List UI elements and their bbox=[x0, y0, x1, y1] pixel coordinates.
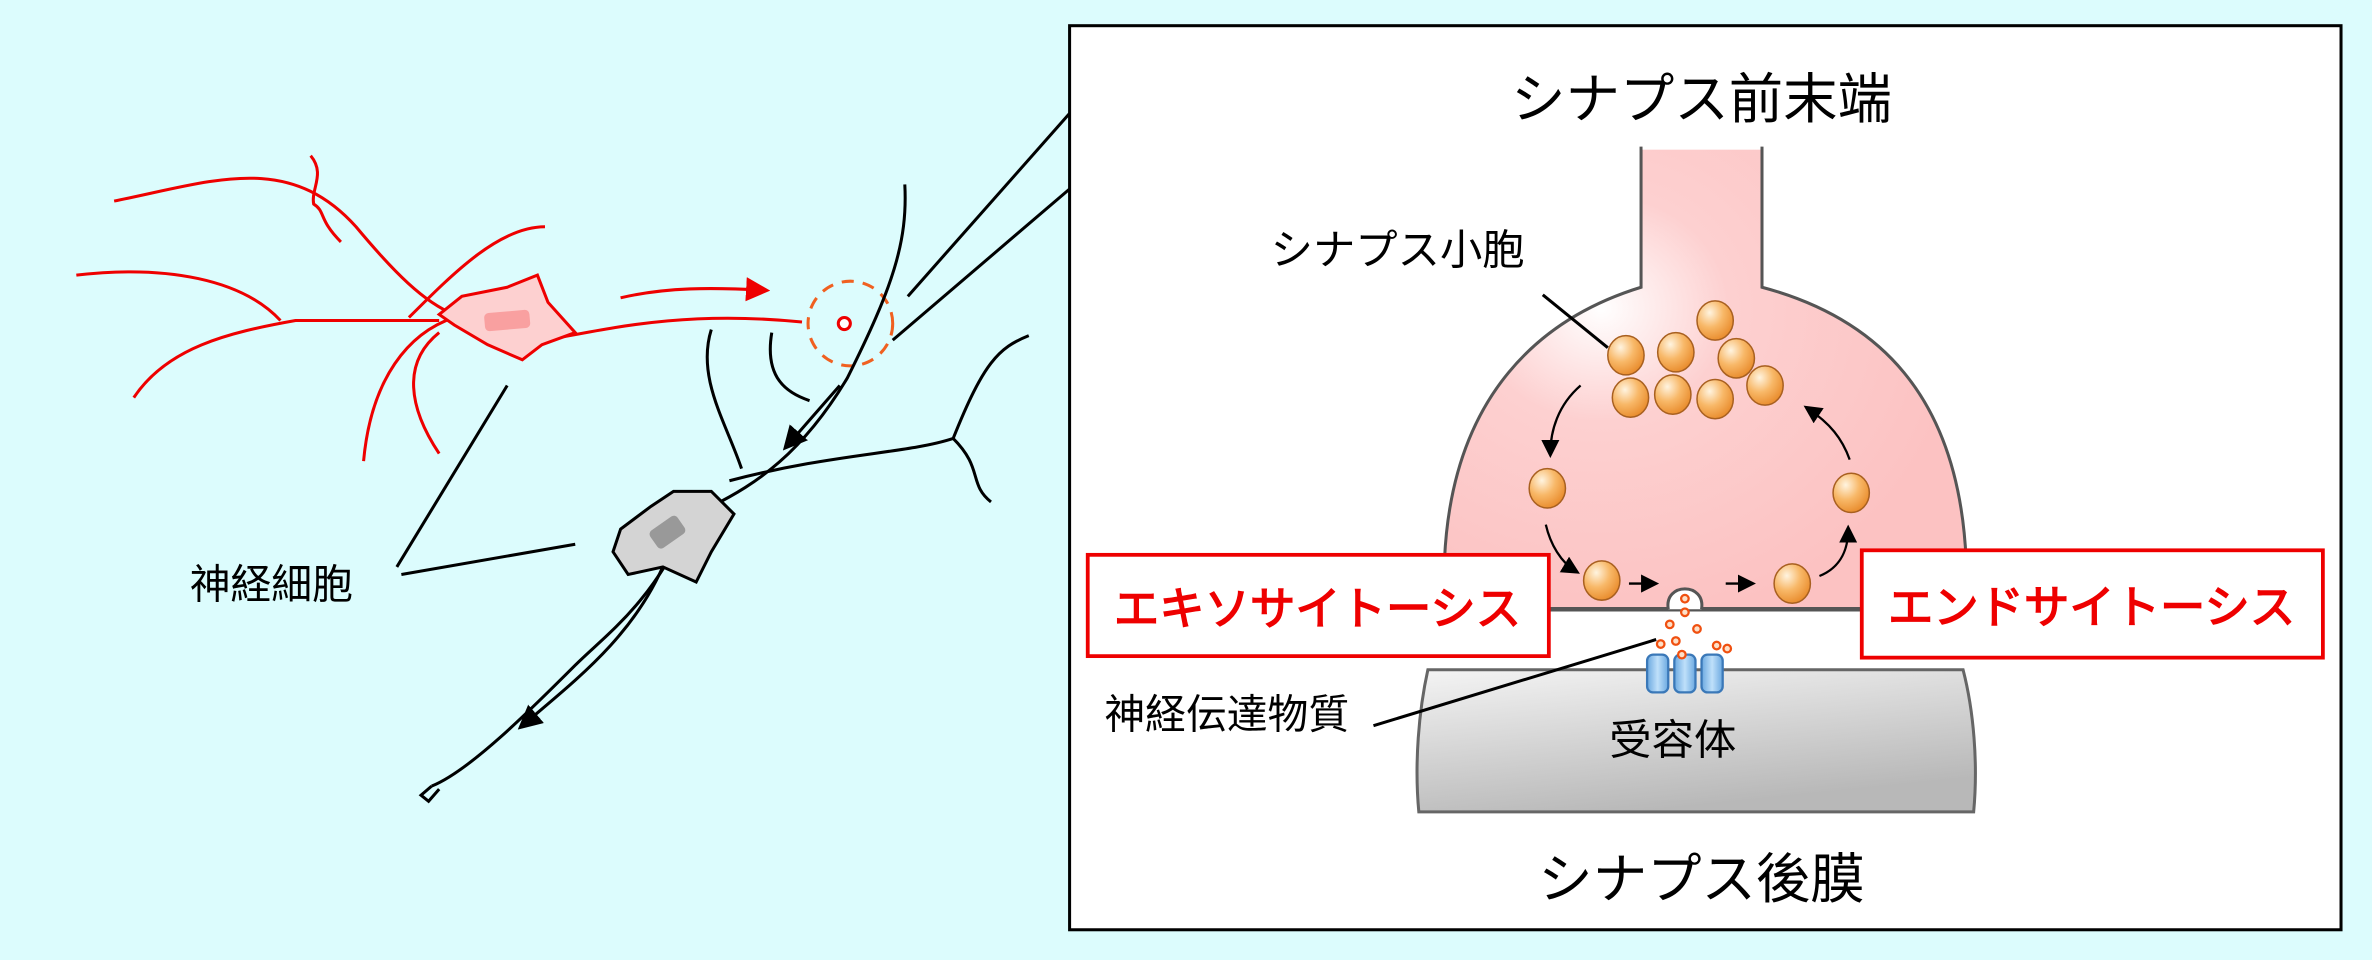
receptors bbox=[1645, 653, 1724, 694]
postsynaptic-membrane bbox=[1415, 668, 1977, 814]
exocytosis-box bbox=[1085, 552, 1551, 659]
callout-lines bbox=[891, 112, 1071, 342]
vesicle-label-line bbox=[1541, 293, 1609, 349]
neurotransmitter-label: 神経伝達物質 bbox=[1104, 691, 1349, 739]
synaptic-vesicle-label: シナプス小胞 bbox=[1271, 226, 1525, 275]
presynaptic-title: シナプス前末端 bbox=[1511, 67, 1892, 131]
exocytosis-label: エキソサイトーシス bbox=[1114, 582, 1521, 635]
synaptic-vesicles bbox=[1528, 300, 1871, 604]
neurotransmitters bbox=[1655, 593, 1733, 660]
postsynaptic-title: シナプス後膜 bbox=[1538, 847, 1864, 911]
receptor-label: 受容体 bbox=[1609, 715, 1736, 764]
red-neuron bbox=[76, 154, 852, 462]
black-neuron bbox=[418, 184, 1030, 804]
endocytosis-label: エンドサイトーシス bbox=[1888, 581, 2295, 634]
neuron-label-lines bbox=[395, 384, 576, 576]
neuron-label: 神経細胞 bbox=[190, 561, 353, 609]
neurotransmitter-label-line bbox=[1373, 638, 1657, 728]
zoom-region-circle bbox=[806, 279, 895, 368]
endocytosis-box bbox=[1859, 548, 2325, 660]
cycle-arrows bbox=[1541, 384, 1858, 593]
